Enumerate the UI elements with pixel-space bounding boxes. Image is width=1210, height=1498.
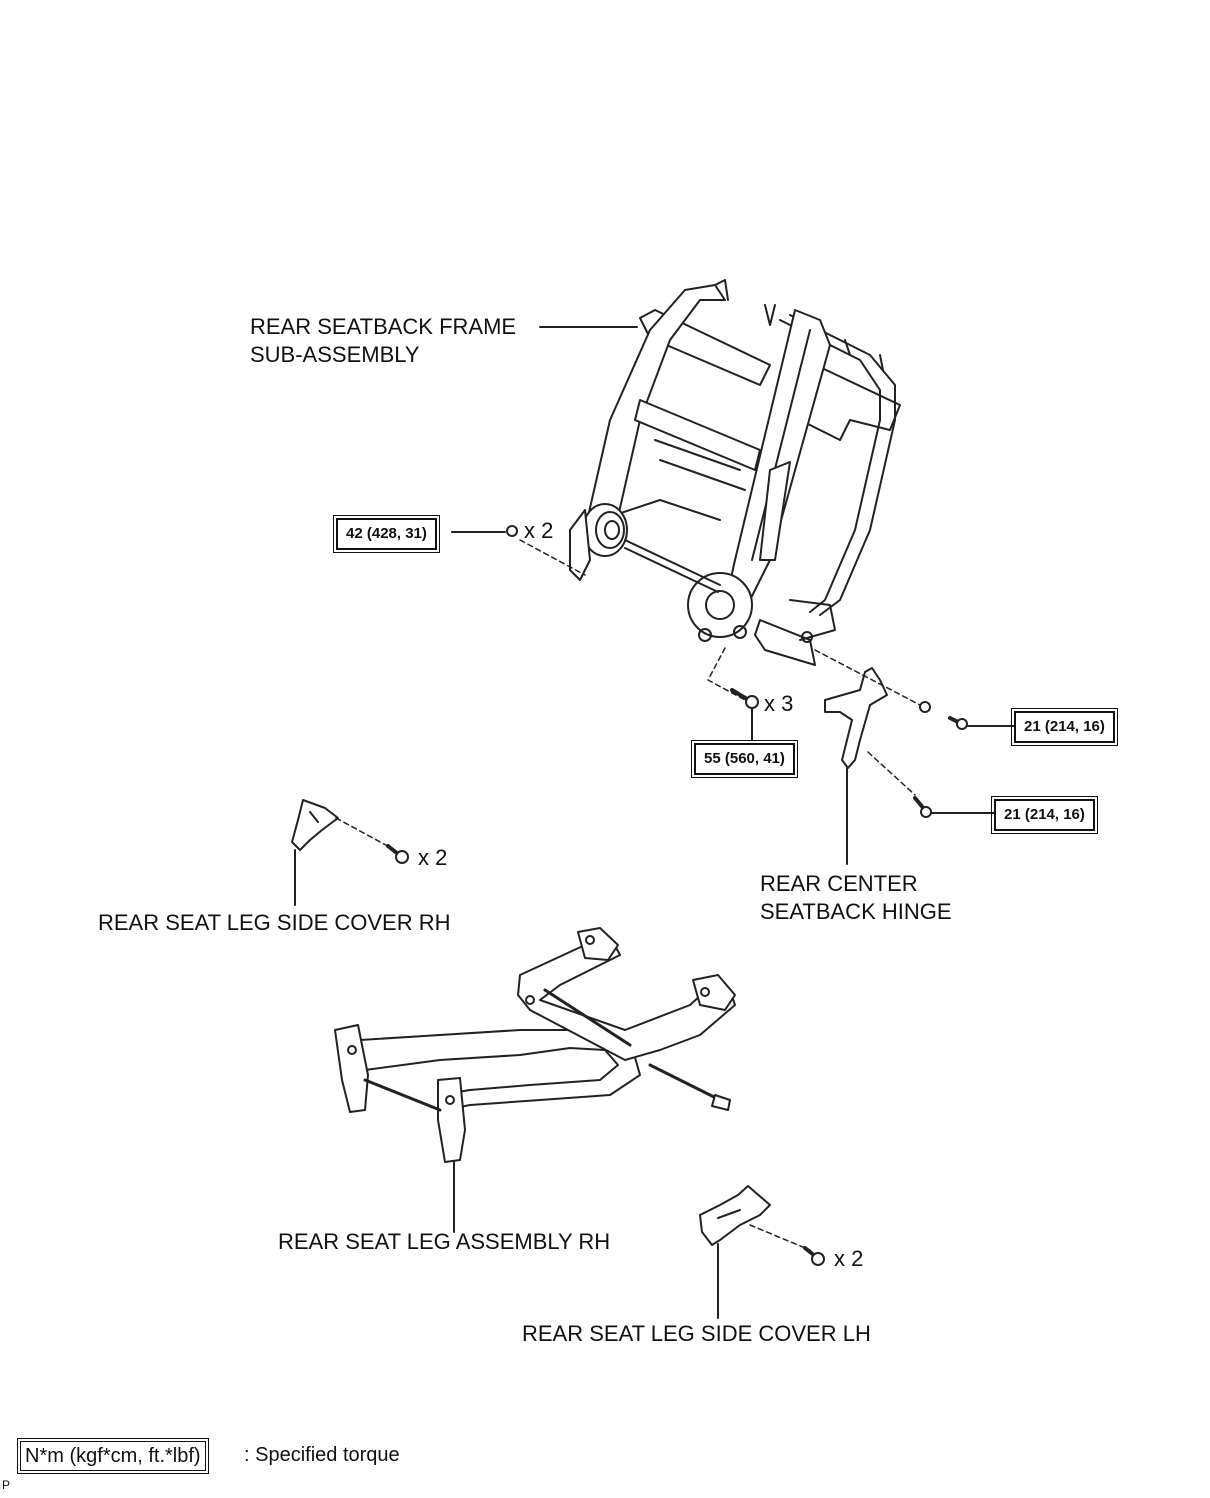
hinge-upper-dashed-line [814,649,921,706]
hinge-upper-bolt-icon [948,716,968,730]
hinge-lower-dashed-line [867,751,916,796]
label-leg-cover-lh: REAR SEAT LEG SIDE COVER LH [522,1321,871,1346]
cover-lh-screw-icon [803,1246,825,1266]
qty-cover-rh: x 2 [418,845,448,870]
hinge-lower-bolt-icon [913,796,932,818]
torque-hinge-bolts: 55 (560, 41) [691,740,798,778]
legend-unit-box: N*m (kgf*cm, ft.*lbf) [17,1438,209,1474]
label-leg-cover-rh: REAR SEAT LEG SIDE COVER RH [98,910,451,935]
cover-lh-dashed-line [749,1224,811,1251]
legend-text: : Specified torque [244,1444,400,1466]
cover-rh-dashed-line [335,817,396,851]
label-center-hinge-line1: REAR CENTER [760,871,918,896]
center-hinge-illustration [824,667,888,769]
hinge-bolts-dashed-line [707,647,746,701]
leg-cover-rh-illustration [291,799,339,851]
leg-cover-lh-illustration [699,1185,771,1246]
figure-code: P [2,1478,11,1492]
seatback-frame-illustration [569,279,901,666]
hinge-bolt-icon [730,688,759,709]
label-seatback-frame-line2: SUB-ASSEMBLY [250,342,420,367]
label-leg-assembly-rh: REAR SEAT LEG ASSEMBLY RH [278,1229,611,1254]
torque-hinge-lower: 21 (214, 16) [991,796,1098,834]
label-seatback-frame-line1: REAR SEATBACK FRAME [250,314,517,339]
qty-hinge-bolts: x 3 [764,691,794,716]
cover-rh-screw-icon [386,844,409,864]
leg-assembly-illustration [334,927,736,1163]
pivot-nut-icon [506,525,518,537]
torque-hinge-upper: 21 (214, 16) [1011,708,1118,746]
pivot-dashed-line [519,539,586,576]
qty-cover-lh: x 2 [834,1246,864,1271]
torque-frame-pivot: 42 (428, 31) [333,515,440,553]
hinge-upper-nut-icon [919,701,931,713]
qty-frame-pivot: x 2 [524,518,554,543]
label-center-hinge-line2: SEATBACK HINGE [760,899,952,924]
